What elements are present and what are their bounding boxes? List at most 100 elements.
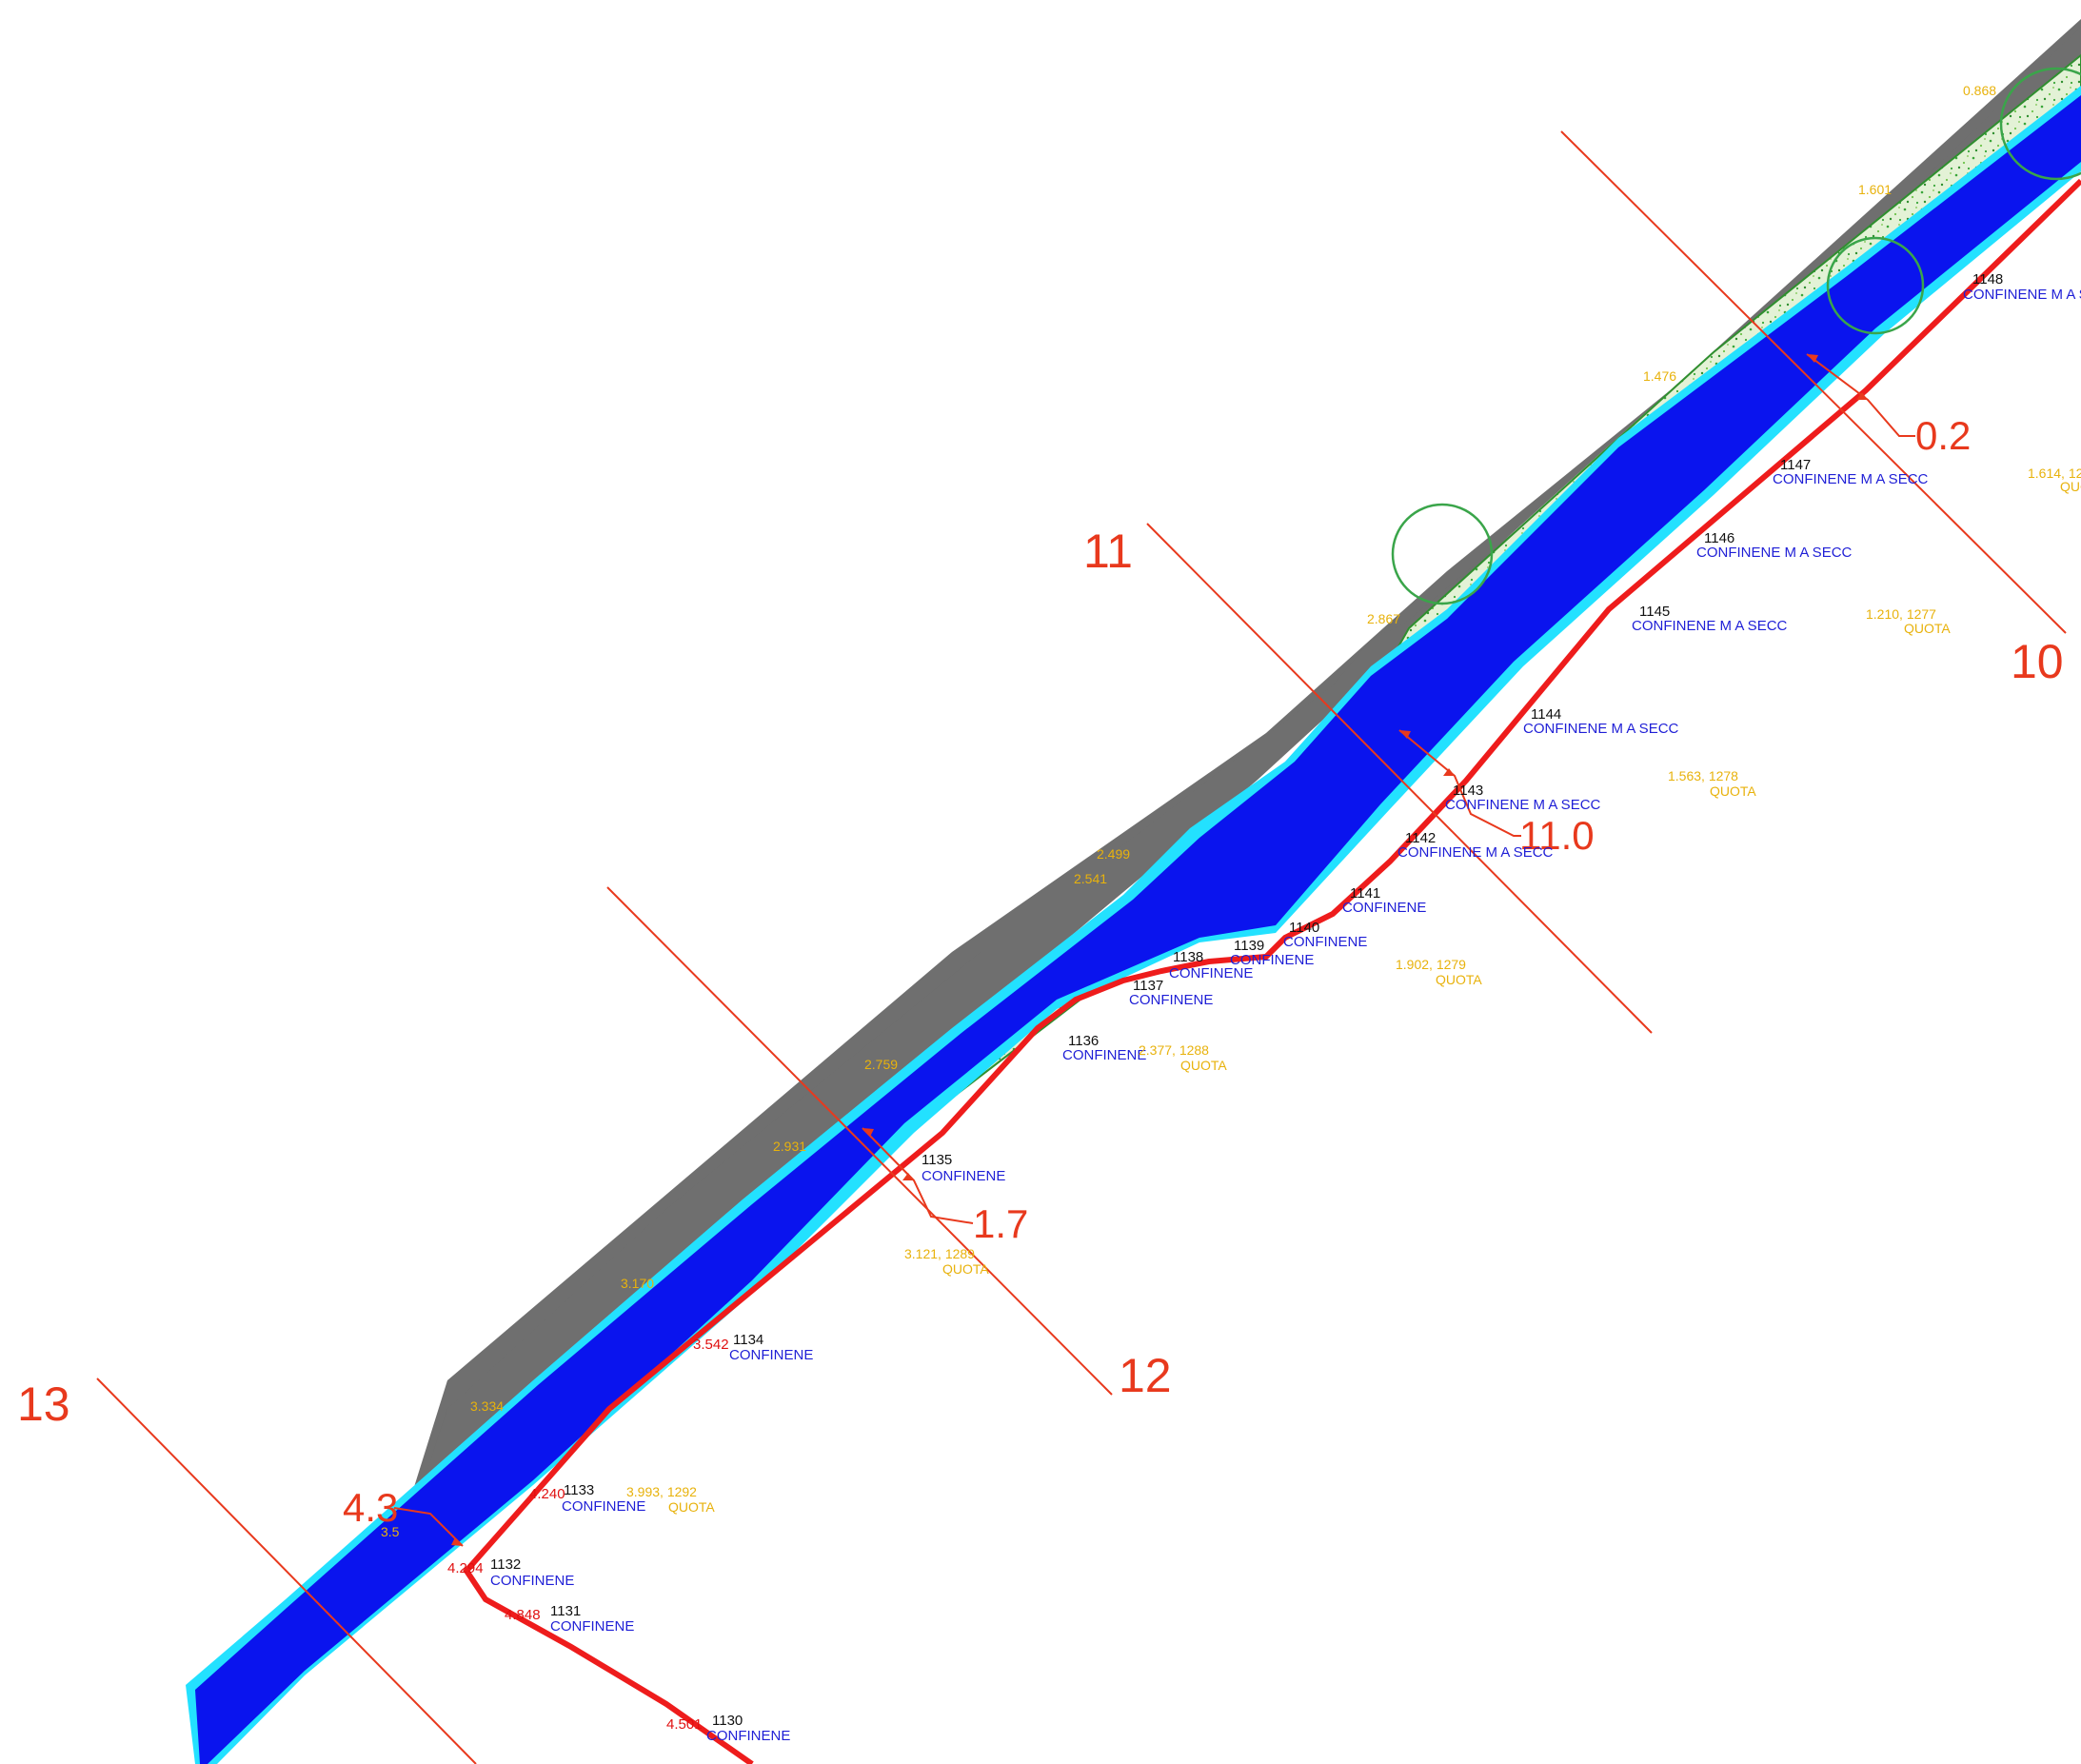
svg-text:2.377, 1288: 2.377, 1288 [1139,1042,1209,1058]
property-boundary [463,178,2081,1764]
svg-text:QUOTA: QUOTA [942,1261,989,1277]
boundary-point-label: 1142 CONFINENE M A SECC [1397,830,1554,861]
measurement-label: 11.0 [1519,813,1595,858]
bank-value: 2.867 [1367,611,1400,626]
section-label-13: 13 [17,1378,70,1431]
section-label-12: 12 [1119,1349,1172,1402]
svg-text:QUOTA: QUOTA [668,1499,715,1515]
svg-text:3.993, 1292: 3.993, 1292 [626,1484,697,1499]
measurement-label: 1.7 [973,1201,1028,1246]
bank-value: 2.931 [773,1139,806,1154]
svg-text:CONFINENE: CONFINENE [922,1168,1005,1184]
tree-symbol [1391,503,1494,605]
bank-value: 2.541 [1074,871,1107,886]
svg-text:3.121, 1289: 3.121, 1289 [904,1246,975,1261]
boundary-value: 4.848 [505,1607,541,1623]
boundary-point-label: 1137 CONFINENE [1129,978,1213,1008]
quota-label: 1.210, 1277 QUOTA [1866,606,1951,636]
svg-text:1133: 1133 [564,1482,594,1498]
boundary-point-label: 1144 CONFINENE M A SECC [1523,706,1679,737]
svg-text:QUOTA: QUOTA [1710,783,1756,799]
svg-text:CONFINENE M A SECC: CONFINENE M A SECC [1632,618,1788,634]
svg-text:1145: 1145 [1639,604,1670,620]
svg-text:1142: 1142 [1405,830,1436,846]
bank-value: 3.5 [381,1524,400,1539]
svg-text:1135: 1135 [922,1152,952,1168]
boundary-point-label: 1146 CONFINENE M A SECC [1696,530,1853,561]
boundary-point-label: 1133 CONFINENE [562,1482,645,1515]
tree-symbol [1999,67,2081,181]
section-label-11: 11 [1083,525,1133,578]
bank-value: 1.601 [1858,182,1892,197]
svg-text:1141: 1141 [1350,885,1380,902]
svg-text:1143: 1143 [1453,783,1483,799]
quota-label: 1.902, 1279 QUOTA [1396,957,1482,987]
boundary-point-label: 1147 CONFINENE M A SECC [1773,457,1929,487]
svg-text:CONFINENE: CONFINENE [1169,965,1253,981]
svg-text:1136: 1136 [1068,1033,1099,1049]
svg-text:1139: 1139 [1234,938,1264,954]
svg-text:CONFINENE: CONFINENE [490,1573,574,1589]
boundary-point-label: 1143 CONFINENE M A SECC [1445,783,1601,813]
bank-value: 2.759 [864,1057,898,1072]
boundary-point-label: 1145 CONFINENE M A SECC [1632,604,1788,634]
svg-text:CONFINENE: CONFINENE [562,1498,645,1515]
tree-symbol [1826,236,1925,335]
measurement-label: 0.2 [1915,413,1971,458]
svg-text:1.614, 1274: 1.614, 1274 [2028,466,2081,481]
svg-text:1131: 1131 [550,1603,581,1619]
quota-label: 1.614, 1274 QUOTA [2028,466,2081,494]
quota-label: 1.563, 1278 QUOTA [1668,768,1756,799]
bank-value: 1.476 [1643,368,1676,384]
boundary-point-label: 1139 CONFINENE [1230,938,1314,968]
boundary-point-label: 1148 CONFINENE M A S [1963,271,2081,303]
quota-label: 2.377, 1288 QUOTA [1139,1042,1227,1073]
svg-text:CONFINENE: CONFINENE [1129,992,1213,1008]
svg-text:CONFINENE: CONFINENE [1283,934,1367,950]
svg-text:1134: 1134 [733,1332,763,1348]
section-line-13 [96,1378,477,1764]
boundary-point-label: 1141 CONFINENE [1342,885,1426,916]
svg-text:CONFINENE: CONFINENE [706,1728,790,1744]
svg-text:CONFINENE: CONFINENE [1230,952,1314,968]
svg-text:QUOTA: QUOTA [1180,1058,1227,1073]
measurement-label: 4.3 [343,1485,398,1530]
water-channel [195,95,2081,1764]
section-label-10: 10 [2011,635,2064,688]
boundary-value: 4.240 [529,1486,565,1502]
bank-value: 3.170 [621,1276,654,1291]
svg-text:CONFINENE: CONFINENE [550,1618,634,1635]
boundary-point-label: 1140 CONFINENE [1283,920,1367,950]
boundary-point-label: 1132 CONFINENE [490,1556,574,1589]
boundary-point-label: 1131 CONFINENE [550,1603,634,1635]
svg-text:1.210, 1277: 1.210, 1277 [1866,606,1936,622]
boundary-value: 4.294 [447,1560,484,1576]
measurement-arrowheads [451,354,1868,1546]
svg-text:CONFINENE M A S: CONFINENE M A S [1963,287,2081,303]
svg-text:CONFINENE M A SECC: CONFINENE M A SECC [1523,721,1679,737]
svg-text:1.563, 1278: 1.563, 1278 [1668,768,1738,783]
bank-value: 3.334 [470,1398,504,1414]
svg-text:CONFINENE M A SECC: CONFINENE M A SECC [1696,545,1853,561]
section-line-10 [1560,130,2067,634]
svg-text:QUOTA: QUOTA [2060,479,2081,494]
boundary-point-label: 1130 CONFINENE [706,1713,790,1744]
boundary-point-label: 1138 CONFINENE [1169,949,1253,981]
quota-label: 3.993, 1292 QUOTA [626,1484,715,1515]
svg-text:1146: 1146 [1704,530,1734,546]
svg-text:1.902, 1279: 1.902, 1279 [1396,957,1466,972]
svg-text:CONFINENE M A SECC: CONFINENE M A SECC [1773,471,1929,487]
boundary-point-label: 1136 CONFINENE [1062,1033,1146,1063]
svg-text:1137: 1137 [1133,978,1163,994]
measurement-leader [393,353,1915,1547]
svg-text:1147: 1147 [1780,457,1811,473]
boundary-point-label: 1134 CONFINENE [729,1332,813,1363]
svg-text:CONFINENE M A SECC: CONFINENE M A SECC [1397,844,1554,861]
svg-text:CONFINENE: CONFINENE [1342,900,1426,916]
svg-text:1138: 1138 [1173,949,1203,965]
bank-value: 0.868 [1963,83,1996,98]
svg-text:QUOTA: QUOTA [1904,621,1951,636]
svg-text:CONFINENE: CONFINENE [1062,1047,1146,1063]
svg-text:1144: 1144 [1531,706,1561,723]
